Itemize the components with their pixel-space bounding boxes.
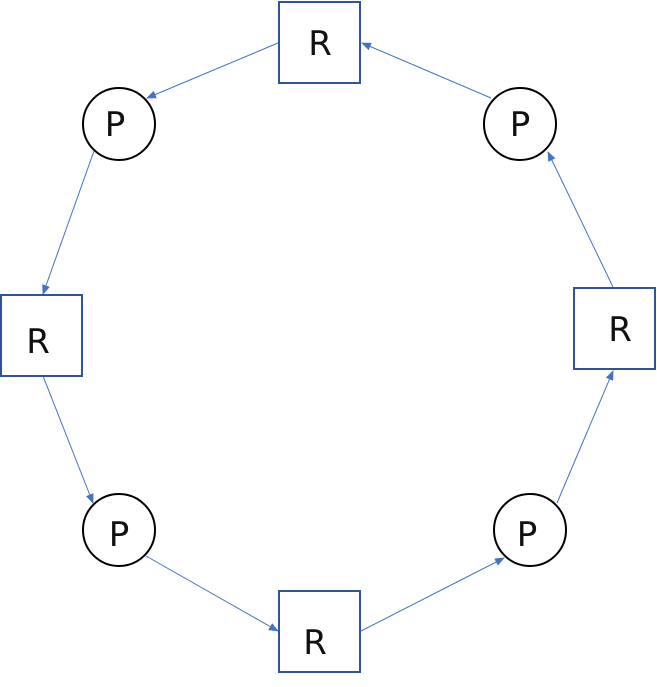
process-label: P bbox=[517, 515, 538, 555]
process-label: P bbox=[109, 515, 130, 555]
resource-node-right: R bbox=[573, 287, 656, 370]
edge-p-bottom-left-to-r-bottom bbox=[145, 555, 279, 632]
process-node-bottom-right: P bbox=[493, 493, 567, 567]
resource-node-left: R bbox=[0, 294, 83, 377]
resource-label: R bbox=[303, 623, 327, 663]
process-node-bottom-left: P bbox=[82, 493, 156, 567]
edge-r-left-to-p-bottom-left bbox=[42, 375, 94, 504]
resource-group: R R R R bbox=[0, 1, 656, 673]
resource-label: R bbox=[26, 322, 50, 362]
resource-node-bottom: R bbox=[278, 590, 361, 673]
process-label: P bbox=[510, 105, 531, 145]
edge-p-bottom-right-to-r-right bbox=[556, 370, 614, 504]
process-node-top-left: P bbox=[82, 87, 156, 161]
resource-node-top: R bbox=[278, 1, 361, 84]
process-label: P bbox=[105, 105, 126, 145]
edge-r-right-to-p-top-right bbox=[547, 151, 614, 288]
resource-label: R bbox=[608, 310, 632, 350]
process-node-top-right: P bbox=[483, 87, 557, 161]
edge-r-top-to-p-top-left bbox=[146, 42, 279, 99]
edge-p-top-right-to-r-top bbox=[361, 42, 492, 99]
edge-r-bottom-to-p-bottom-right bbox=[360, 557, 505, 632]
edge-group bbox=[42, 42, 614, 632]
resource-label: R bbox=[308, 24, 332, 64]
process-group: P P P P bbox=[82, 87, 567, 567]
edge-p-top-left-to-r-left bbox=[42, 150, 95, 295]
